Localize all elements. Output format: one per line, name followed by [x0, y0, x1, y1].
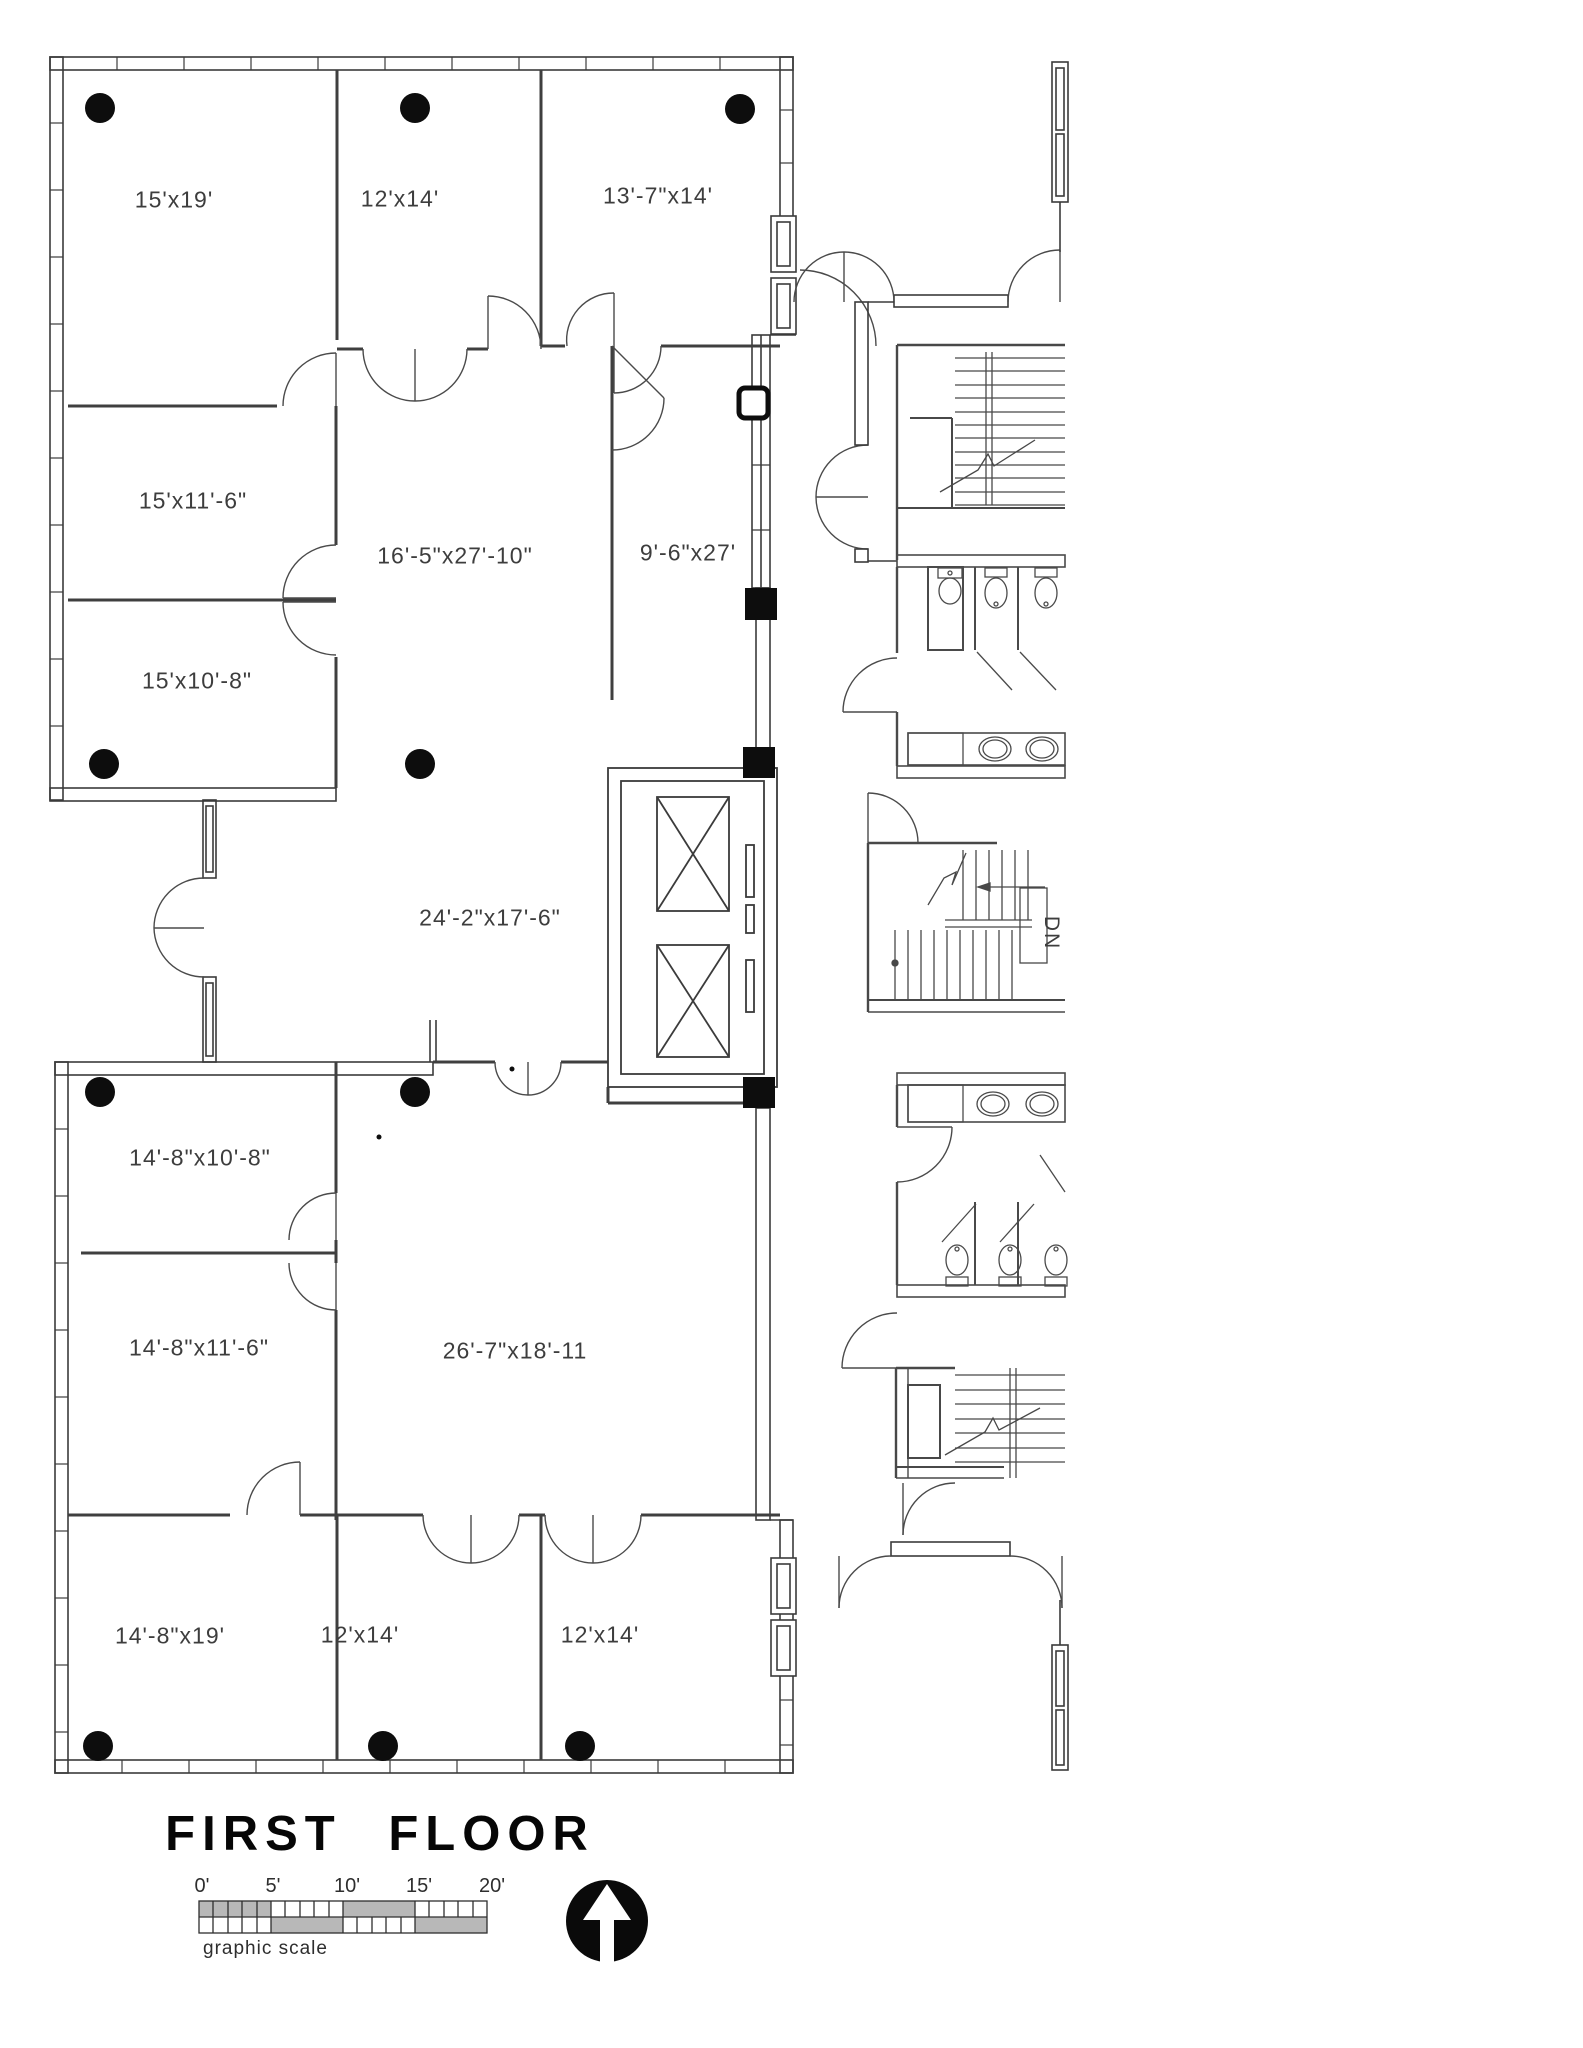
scale-caption: graphic scale	[203, 1938, 328, 1959]
room-label: 12'x14'	[320, 1621, 400, 1648]
urinal-icon	[937, 567, 963, 605]
sink-icon	[1025, 736, 1059, 762]
room-label: 26'-7"x18'-11	[442, 1337, 588, 1364]
sink-icon	[976, 1091, 1010, 1117]
stairwell-central	[866, 841, 1065, 1013]
room-label: 14'-8"x11'-6"	[129, 1334, 269, 1361]
structural-columns-square	[736, 385, 777, 1108]
north-arrow-icon	[566, 1880, 648, 1966]
graphic-scale-bar	[198, 1900, 488, 1934]
toilet-icon	[998, 1244, 1022, 1287]
room-label: 15'x19'	[134, 186, 214, 213]
elevator-car-icon	[656, 796, 730, 912]
drawing-title: FIRST FLOOR	[165, 1807, 595, 1861]
dn-label-box	[1019, 887, 1048, 964]
toilet-icon	[1034, 567, 1058, 609]
direction-arrowhead	[975, 882, 991, 892]
stair-break-line	[939, 439, 1036, 493]
sink-icon	[1025, 1091, 1059, 1117]
room-label: 16'-5"x27'-10"	[377, 542, 533, 569]
right-building-walls	[854, 61, 1069, 1771]
room-label: 24'-2"x17'-6"	[419, 904, 561, 931]
toilet-icon	[1044, 1244, 1068, 1287]
scale-tick-label: 20'	[478, 1875, 506, 1897]
elevator-car-icon	[656, 944, 730, 1058]
scale-tick-label: 5'	[265, 1875, 281, 1897]
room-label: 15'x11'-6"	[138, 487, 248, 514]
elevator-core	[607, 767, 778, 1088]
sink-icon	[978, 736, 1012, 762]
stair-break-line	[944, 1407, 1041, 1456]
room-label: 9'-6"x27'	[639, 539, 737, 566]
window-mullion-ticks	[50, 57, 793, 1773]
room-label: 13'-7"x14'	[602, 182, 714, 209]
scale-tick-label: 15'	[405, 1875, 433, 1897]
sink-counter	[907, 732, 1066, 766]
restroom-womens	[895, 1072, 1068, 1298]
stairwell-bottom	[894, 1366, 1065, 1479]
room-label: 12'x14'	[560, 1621, 640, 1648]
restroom-mens	[895, 554, 1066, 779]
stair-break-line	[927, 852, 967, 906]
room-label: 12'x14'	[360, 185, 440, 212]
room-label: 14'-8"x10'-8"	[129, 1144, 271, 1171]
door-swings	[153, 249, 1063, 1609]
scale-tick-label: 0'	[194, 1875, 210, 1897]
access-panel-icon	[736, 385, 771, 421]
stairwell-top	[895, 343, 1065, 560]
toilet-icon	[945, 1244, 969, 1287]
toilet-icon	[984, 567, 1008, 609]
scale-tick-label: 10'	[333, 1875, 361, 1897]
room-label: 14'-8"x19'	[114, 1622, 226, 1649]
door-frames	[770, 215, 1011, 1677]
room-label: 15'x10'-8"	[141, 667, 253, 694]
round-columns	[83, 93, 755, 1761]
interior-partitions	[68, 70, 780, 1760]
stair-down-label: DN	[1040, 915, 1063, 951]
